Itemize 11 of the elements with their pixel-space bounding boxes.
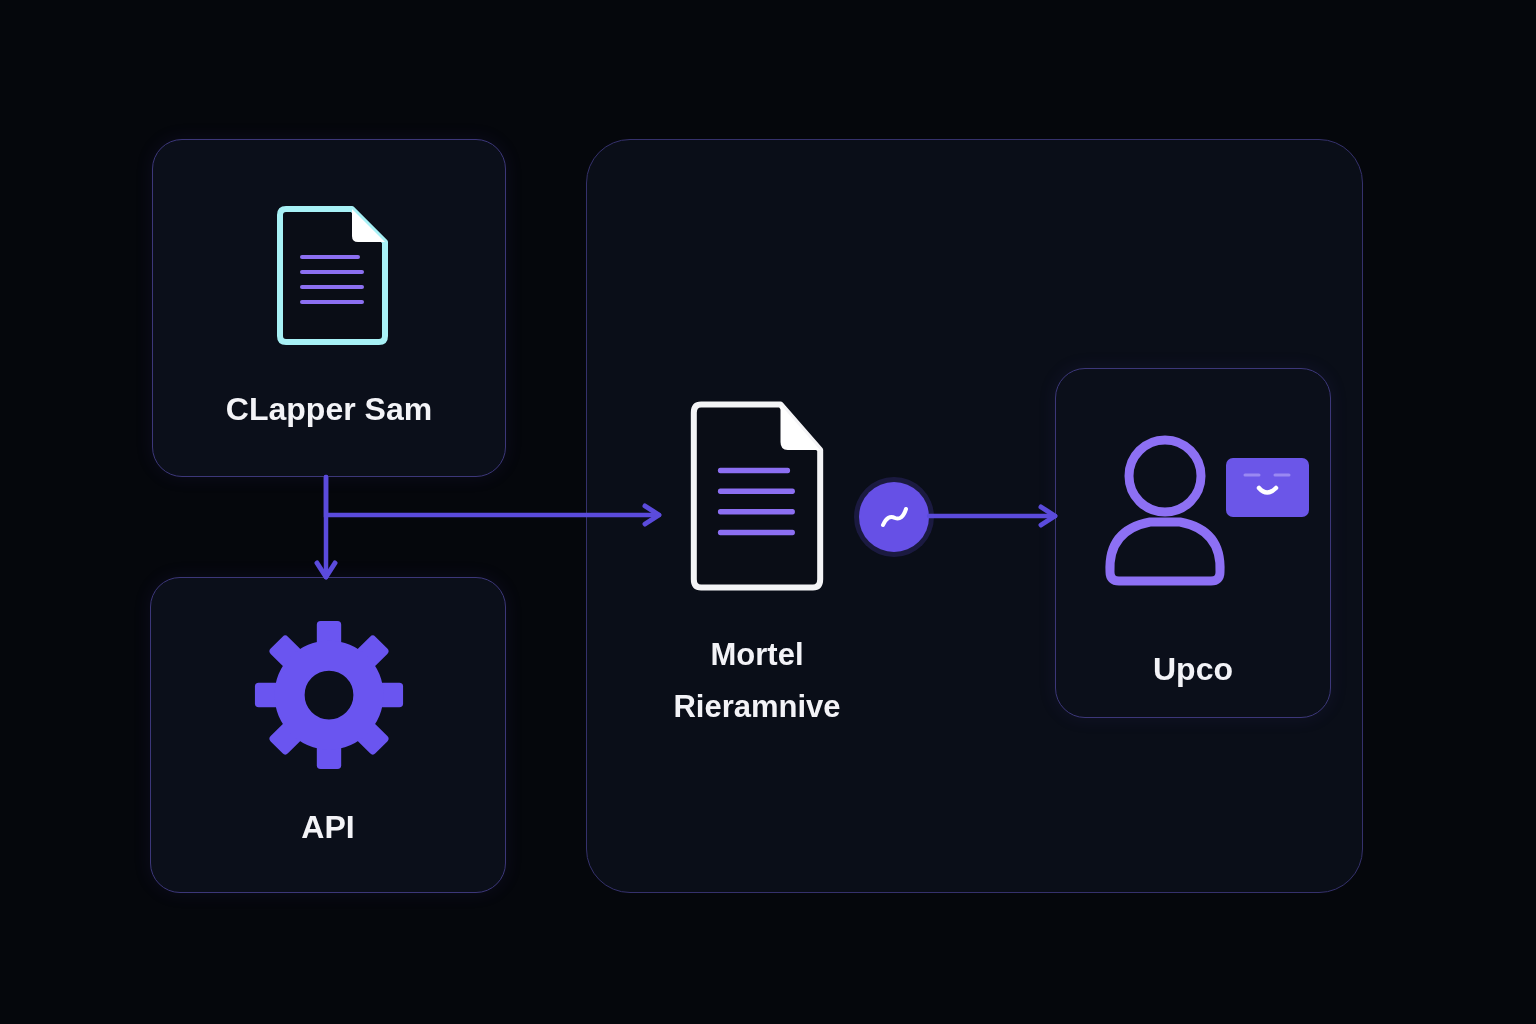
node-label: Mortel Rieramnive [672,636,842,726]
arrow [323,474,662,527]
node-label: CLapper Sam [224,390,434,429]
process-card [1055,368,1331,718]
process-card [150,577,506,893]
process-card [152,139,506,477]
circle-node [859,482,929,552]
node-label: Upco [1152,650,1234,689]
arrow [926,504,1058,528]
node-label: API [300,808,356,847]
group-panel [586,139,1363,893]
